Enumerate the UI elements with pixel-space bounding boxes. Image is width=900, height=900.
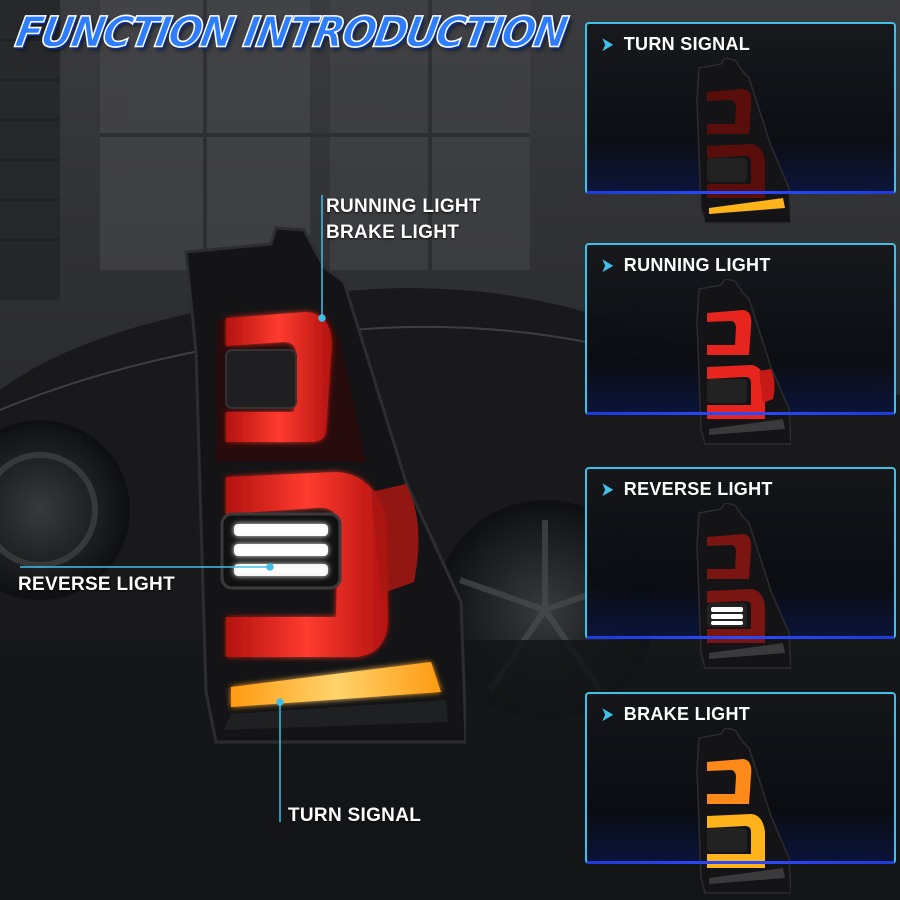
- panel-label: RUNNING LIGHT: [623, 255, 771, 275]
- panel-reverse-light: ➤ REVERSE LIGHT: [585, 467, 896, 669]
- tail-lamp-running-mode: [696, 279, 791, 445]
- tail-lamp-reverse-mode: [696, 503, 791, 669]
- callout-turn-signal: TURN SIGNAL: [288, 805, 422, 826]
- chevron-right-icon: ➤: [600, 33, 615, 56]
- callout-reverse-light: REVERSE LIGHT: [18, 574, 175, 595]
- lower-light-bar: [226, 472, 388, 657]
- headline: FUNCTION INTRODUCTION: [11, 8, 570, 58]
- panel-label: REVERSE LIGHT: [623, 479, 773, 499]
- chevron-right-icon: ➤: [600, 254, 615, 277]
- tail-lamp-turn-mode: [696, 58, 791, 224]
- chevron-right-icon: ➤: [600, 478, 615, 501]
- panel-label: BRAKE LIGHT: [623, 704, 751, 724]
- turn-signal-strip: [231, 662, 441, 707]
- callout-running-light: RUNNING LIGHT: [326, 196, 481, 217]
- tail-lamp-main: [184, 226, 466, 744]
- tail-lamp-brake-mode: [696, 728, 791, 894]
- panel-turn-signal: ➤ TURN SIGNAL: [585, 22, 896, 224]
- chevron-right-icon: ➤: [600, 703, 615, 726]
- panel-running-light: ➤ RUNNING LIGHT: [585, 243, 896, 445]
- callout-brake-light: BRAKE LIGHT: [326, 222, 460, 243]
- car-wheel-left: [0, 420, 130, 600]
- panel-brake-light: ➤ BRAKE LIGHT: [585, 692, 896, 894]
- panel-label: TURN SIGNAL: [623, 34, 751, 54]
- garage-windows: [100, 0, 530, 270]
- upper-light-bar: [226, 312, 332, 442]
